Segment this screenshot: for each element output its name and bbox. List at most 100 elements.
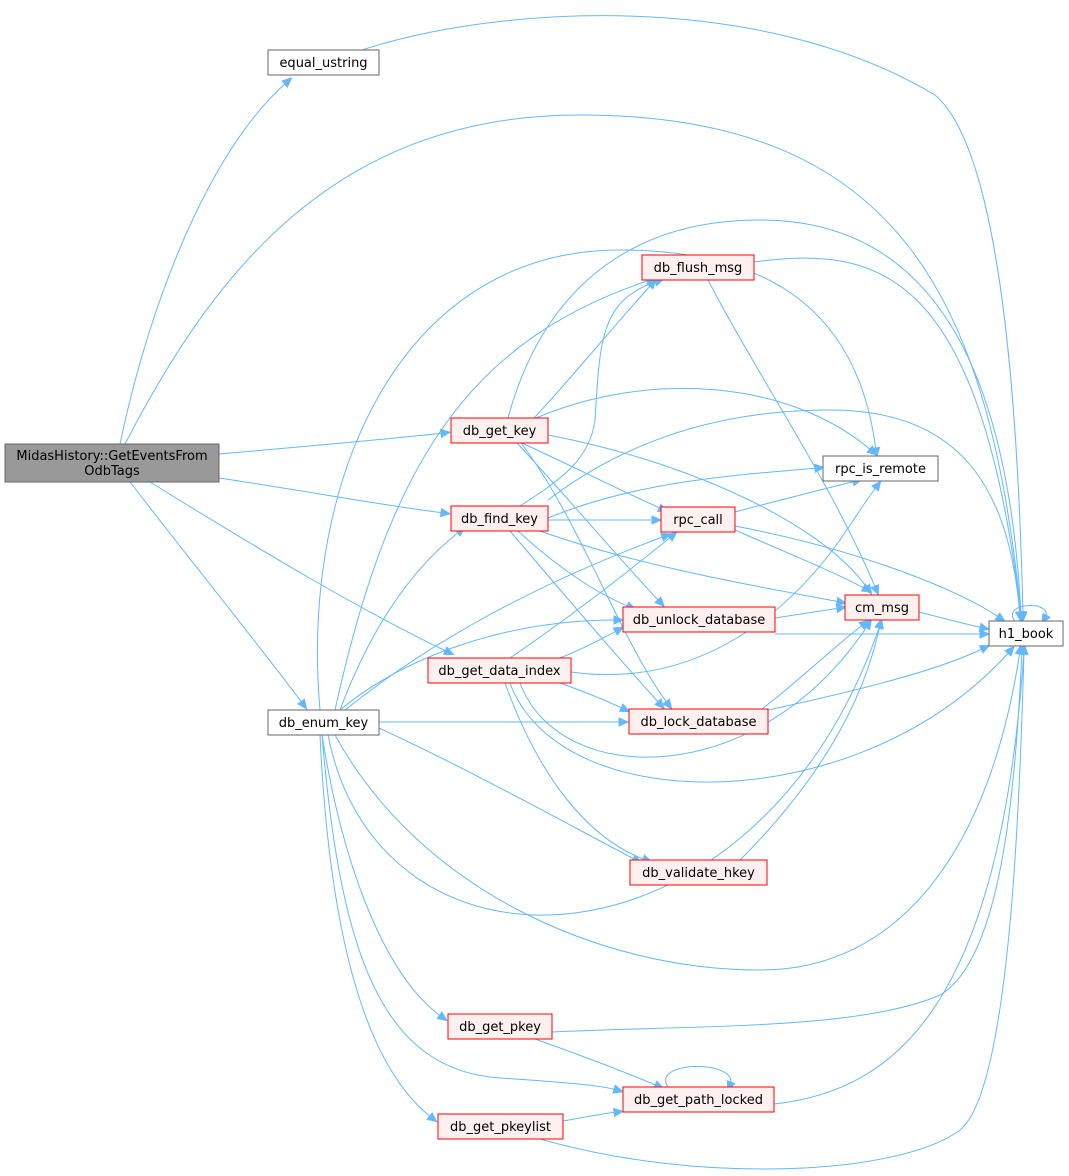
node-rpc-is-remote[interactable]: rpc_is_remote (822, 455, 939, 482)
node-db-flush-msg[interactable]: db_flush_msg (641, 254, 755, 281)
edge-line (547, 434, 869, 590)
node-equal-ustring[interactable]: equal_ustring (267, 49, 380, 76)
edge-line (533, 283, 653, 419)
edge-db_get_data_index-to-h1_book (509, 645, 1015, 783)
edge-line (519, 624, 869, 758)
node-label: db_unlock_database (633, 613, 766, 628)
arrowhead (618, 717, 630, 727)
node-box (267, 49, 380, 76)
node-db-get-key[interactable]: db_get_key (450, 417, 549, 444)
node-db-enum-key[interactable]: db_enum_key (267, 709, 380, 736)
node-box (660, 506, 736, 533)
edge-line (547, 409, 1021, 616)
edge-db_get_data_index-to-rpc_is_remote (570, 480, 882, 676)
node-db-get-pkeylist[interactable]: db_get_pkeylist (437, 1113, 564, 1140)
edge-line (334, 650, 1021, 971)
edge-db_find_key-to-db_lock_database (509, 530, 665, 710)
arrowhead (835, 603, 848, 614)
edge-line (520, 442, 669, 705)
node-db-find-key[interactable]: db_find_key (450, 505, 549, 532)
edge-line (734, 480, 857, 513)
edge-rpc_call-to-rpc_is_remote (734, 477, 863, 513)
edge-line (1011, 605, 1047, 622)
node-box (447, 1013, 553, 1040)
edge-line (509, 530, 661, 705)
node-db-validate-hkey[interactable]: db_validate_hkey (629, 859, 768, 886)
edge-db_validate_hkey-to-cm_msg (739, 617, 884, 861)
edge-db_enum_key-to-db_unlock_database (339, 615, 625, 711)
arrowhead (1019, 643, 1029, 655)
edge-db_flush_msg-to-h1_book (753, 257, 1026, 623)
edge-db_lock_database-to-h1_book (767, 644, 991, 711)
edge-db_enum_key-to-cm_msg (327, 618, 884, 916)
node-db-lock-database[interactable]: db_lock_database (628, 708, 769, 735)
edge-line (753, 257, 1022, 616)
edge-db_enum_key-to-db_get_path_locked (321, 734, 624, 1094)
node-box (844, 594, 920, 621)
arrowhead (978, 644, 991, 654)
edge-db_get_data_index-to-db_unlock_database (559, 626, 625, 659)
arrowhead (870, 583, 880, 596)
edge-line (334, 279, 651, 711)
node-label: rpc_is_remote (835, 462, 926, 477)
edge-db_unlock_database-to-h1_book (775, 629, 991, 639)
node-db-get-pkey[interactable]: db_get_pkey (447, 1013, 553, 1040)
node-label: cm_msg (855, 601, 909, 616)
edge-root-to-db_find_key (218, 477, 452, 518)
edge-line (767, 647, 985, 711)
node-label: db_lock_database (640, 715, 756, 730)
edge-cm_msg-to-h1_book (918, 611, 990, 632)
edge-db_enum_key-to-db_lock_database (379, 717, 630, 727)
edge-db_get_pkeylist-to-db_get_path_locked (562, 1107, 625, 1122)
arrowhead (660, 532, 672, 542)
edge-line (539, 530, 841, 603)
edge-root-to-db_enum_key (129, 481, 308, 710)
node-box (629, 859, 768, 886)
edge-line (519, 280, 659, 507)
node-box (450, 505, 549, 532)
arrowhead (1004, 645, 1015, 657)
arrowhead (1015, 610, 1026, 623)
edge-db_get_pkeylist-to-h1_book (539, 643, 1029, 1170)
edge-line (509, 535, 673, 659)
arrowhead (281, 77, 293, 88)
edge-line (707, 279, 877, 590)
node-db-unlock-database[interactable]: db_unlock_database (622, 606, 776, 633)
edge-line (551, 650, 1023, 1033)
node-box (641, 254, 755, 281)
edge-line (562, 1111, 618, 1122)
arrowhead (618, 703, 631, 713)
edge-line (539, 650, 1025, 1170)
edge-db_enum_key-to-db_get_pkey (321, 734, 448, 1022)
edge-db_enum_key-to-rpc_is_remote (317, 249, 881, 711)
node-cm-msg[interactable]: cm_msg (844, 594, 920, 621)
edge-root-to-h1_book (124, 114, 1026, 623)
edge-db_get_pkey-to-h1_book (551, 643, 1027, 1033)
edge-line (734, 529, 867, 590)
arrowhead (440, 428, 452, 439)
node-box (988, 620, 1064, 647)
arrowhead (651, 515, 663, 525)
edge-line (361, 15, 1024, 616)
node-db-get-data-index[interactable]: db_get_data_index (427, 657, 572, 684)
edge-line (218, 432, 445, 455)
edge-db_find_key-to-h1_book (547, 409, 1025, 623)
edge-db_enum_key-to-db_validate_hkey (378, 727, 643, 864)
node-label: db_get_key (463, 424, 537, 439)
edge-line (534, 1038, 659, 1087)
node-label: equal_ustring (279, 56, 367, 71)
arrowhead (860, 583, 873, 593)
arrowhead (613, 1107, 625, 1118)
edge-line (129, 481, 304, 705)
arrowhead (871, 480, 882, 492)
node-box (628, 708, 769, 735)
edge-db_flush_msg-to-cm_msg (707, 279, 880, 596)
edge-line (124, 114, 1022, 616)
edge-db_get_data_index-to-db_lock_database (559, 682, 631, 713)
node-box (427, 657, 572, 684)
node-db-get-path-locked[interactable]: db_get_path_locked (622, 1086, 775, 1113)
node-h1-book[interactable]: h1_book (988, 620, 1064, 647)
node-rpc-call[interactable]: rpc_call (660, 506, 736, 533)
edge-db_get_data_index-to-cm_msg (519, 618, 872, 758)
